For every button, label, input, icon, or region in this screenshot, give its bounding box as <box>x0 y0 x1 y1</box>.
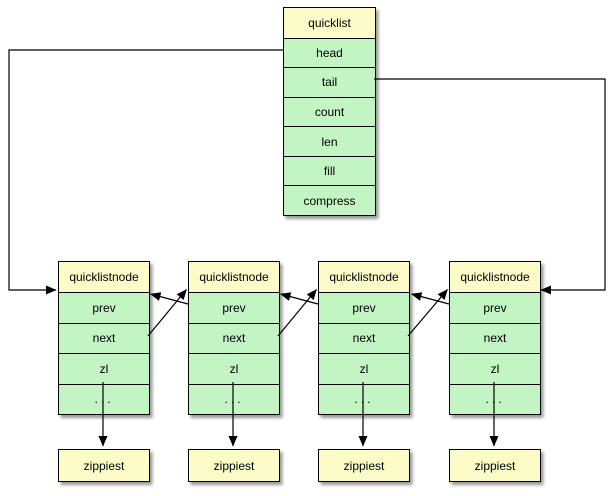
node-3-field-next: next <box>319 322 409 354</box>
quicklistnode-box-4: quicklistnode prev next zl ... <box>449 261 541 415</box>
head-arrow <box>8 49 283 295</box>
next-arrow-1 <box>147 289 187 337</box>
node-2-field-ellipsis: ... <box>189 383 279 414</box>
node-1-title: quicklistnode <box>59 262 149 293</box>
node-3-field-prev: prev <box>319 292 409 323</box>
node-4-field-next: next <box>450 322 540 354</box>
ziplist-box-3: zippiest <box>318 449 410 482</box>
ziplist-box-1: zippiest <box>58 449 150 482</box>
prev-arrow-3 <box>280 292 319 305</box>
quicklist-field-fill: fill <box>284 155 375 186</box>
node-4-field-ellipsis: ... <box>450 383 540 414</box>
quicklist-field-tail: tail <box>284 67 375 97</box>
ziplist-label-2: zippiest <box>213 458 255 473</box>
node-1-field-ellipsis: ... <box>59 383 149 414</box>
prev-arrow-2 <box>150 292 189 305</box>
quicklist-field-compress: compress <box>284 185 375 215</box>
quicklistnode-box-2: quicklistnode prev next zl ... <box>188 261 280 415</box>
node-2-title: quicklistnode <box>189 262 279 293</box>
node-1-field-zl: zl <box>59 353 149 384</box>
next-arrow-2 <box>277 289 317 337</box>
ziplist-label-4: zippiest <box>474 458 516 473</box>
quicklist-field-len: len <box>284 126 375 156</box>
node-4-field-prev: prev <box>450 292 540 323</box>
quicklistnode-box-1: quicklistnode prev next zl ... <box>58 261 150 415</box>
node-1-field-next: next <box>59 322 149 354</box>
node-2-field-prev: prev <box>189 292 279 323</box>
quicklist-box: quicklist head tail count len fill compr… <box>283 7 376 216</box>
node-3-field-zl: zl <box>319 353 409 384</box>
quicklistnode-box-3: quicklistnode prev next zl ... <box>318 261 410 415</box>
ziplist-label-3: zippiest <box>343 458 385 473</box>
node-2-field-zl: zl <box>189 353 279 384</box>
node-4-field-zl: zl <box>450 353 540 384</box>
node-2-field-next: next <box>189 322 279 354</box>
ziplist-label-1: zippiest <box>83 458 125 473</box>
node-3-field-ellipsis: ... <box>319 383 409 414</box>
node-1-field-prev: prev <box>59 292 149 323</box>
prev-arrow-4 <box>411 292 450 305</box>
tail-arrow <box>374 78 606 295</box>
quicklist-field-head: head <box>284 37 375 68</box>
ziplist-box-4: zippiest <box>449 449 541 482</box>
quicklist-title: quicklist <box>284 8 375 38</box>
next-arrow-3 <box>407 289 448 337</box>
quicklist-field-count: count <box>284 96 375 127</box>
node-3-title: quicklistnode <box>319 262 409 293</box>
node-4-title: quicklistnode <box>450 262 540 293</box>
ziplist-box-2: zippiest <box>188 449 280 482</box>
